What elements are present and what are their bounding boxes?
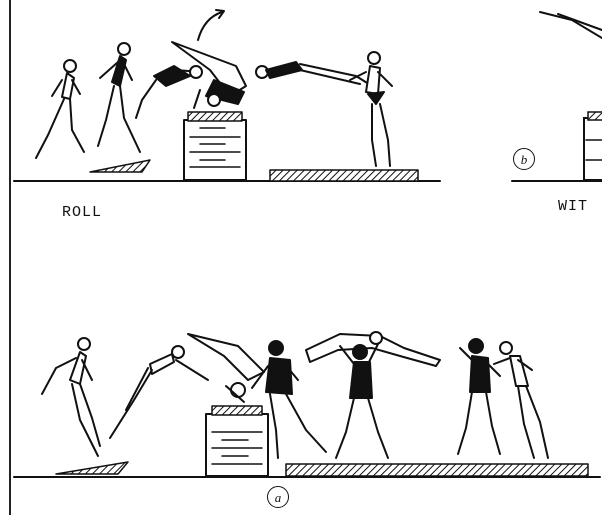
bottom-sequence	[14, 332, 600, 477]
panel-a-marker: a	[267, 486, 289, 508]
gymnast-running-2	[98, 43, 140, 152]
gymnast-lifted	[306, 332, 440, 366]
caption-with-truncated: WIT	[558, 198, 588, 215]
gymnast-dive-bottom	[110, 346, 208, 438]
panel-b-marker: b	[513, 148, 535, 170]
gymnast-takeoff	[136, 66, 202, 118]
springboard-bottom	[56, 462, 128, 474]
landing-mat-top	[270, 170, 418, 181]
caption-roll: ROLL	[62, 204, 102, 221]
rotation-arrow-icon	[198, 12, 222, 40]
springboard-top	[90, 160, 150, 172]
gymnast-flight	[256, 62, 372, 86]
vaulting-box-top	[184, 112, 246, 180]
spotter-2-bottom	[336, 344, 388, 458]
gymnast-running-bottom	[42, 338, 100, 456]
spotter-3-bottom	[458, 339, 500, 454]
gymnast-roll-bottom	[188, 334, 264, 402]
vaulting-box-bottom	[206, 406, 268, 476]
top-sequence-roll	[14, 10, 440, 181]
gymnast-running-1	[36, 60, 84, 158]
landing-mat-bottom	[286, 464, 588, 476]
spotter-top	[350, 52, 392, 166]
gymnast-landing-bottom	[494, 342, 548, 458]
